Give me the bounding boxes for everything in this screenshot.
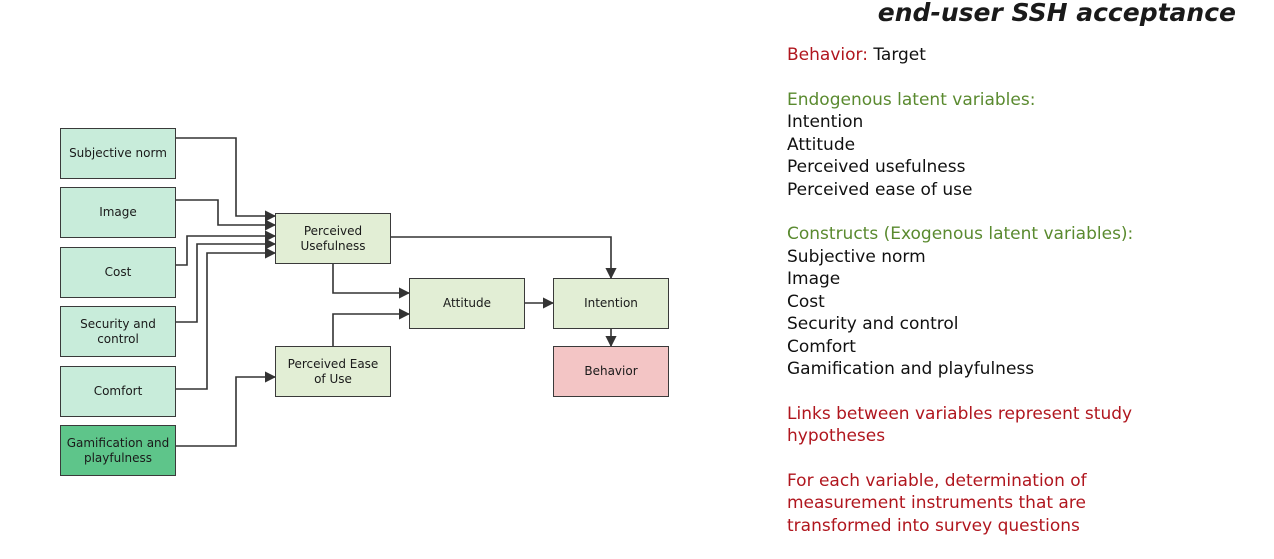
- node-image-label: Image: [99, 205, 137, 219]
- link-image-to-perceived-usefulness: [176, 199, 277, 231]
- construct-item: Comfort: [787, 336, 856, 357]
- endogenous-item: Attitude: [787, 134, 856, 155]
- node-intention: Intention: [553, 278, 669, 329]
- node-image: Image: [60, 187, 176, 238]
- node-attitude-label: Attitude: [442, 296, 492, 310]
- node-security-control-label: Security and control: [80, 316, 156, 346]
- endogenous-section: Endogenous latent variables: Intention A…: [787, 89, 1227, 202]
- link-subjective-norm-to-perceived-usefulness: [176, 137, 277, 222]
- node-cost: Cost: [60, 247, 176, 298]
- link-security-control-to-perceived-usefulness: [176, 238, 277, 323]
- node-subjective-norm-label: Subjective norm: [69, 146, 167, 160]
- behavior-line: Behavior: Target: [787, 44, 1227, 67]
- node-perceived-usefulness: Perceived Usefulness: [275, 213, 391, 264]
- node-behavior: Behavior: [553, 346, 669, 397]
- node-behavior-label: Behavior: [584, 364, 638, 378]
- constructs-title: Constructs (Exogenous latent variables):: [787, 224, 1134, 244]
- link-gamification-to-perceived-ease: [176, 371, 277, 447]
- node-gamification: Gamification and playfulness: [60, 425, 176, 476]
- behavior-value: Target: [873, 45, 926, 65]
- constructs-section: Constructs (Exogenous latent variables):…: [787, 223, 1227, 381]
- link-perceived-usefulness-to-attitude: [332, 264, 411, 299]
- construct-item: Image: [787, 269, 841, 289]
- node-comfort: Comfort: [60, 366, 176, 417]
- measurement-note-section: For each variable, determination of meas…: [787, 470, 1227, 538]
- behavior-label: Behavior:: [787, 45, 868, 65]
- link-cost-to-perceived-usefulness: [176, 230, 277, 266]
- endogenous-item: Perceived usefulness: [787, 157, 966, 177]
- node-attitude: Attitude: [409, 278, 525, 329]
- construct-item: Subjective norm: [787, 246, 926, 267]
- page-title: end-user SSH acceptance: [877, 0, 1236, 27]
- construct-item: Cost: [787, 291, 825, 312]
- endogenous-item: Perceived ease of use: [787, 179, 973, 200]
- node-intention-label: Intention: [584, 296, 638, 310]
- construct-item: Gamification and playfulness: [787, 359, 1035, 379]
- node-subjective-norm: Subjective norm: [60, 128, 176, 179]
- links-note-section: Links between variables represent study …: [787, 403, 1227, 448]
- link-perceived-usefulness-to-intention: [391, 236, 617, 280]
- construct-item: Security and control: [787, 314, 959, 334]
- link-comfort-to-perceived-usefulness: [176, 247, 277, 390]
- endogenous-title: Endogenous latent variables:: [787, 89, 1036, 110]
- hypothesis-links: [176, 137, 617, 447]
- behavior-section: Behavior: Target: [787, 44, 1227, 67]
- node-gamification-label: Gamification and playfulness: [66, 435, 170, 465]
- node-comfort-label: Comfort: [93, 384, 143, 398]
- endogenous-item: Intention: [787, 112, 864, 132]
- link-perceived-ease-to-attitude: [332, 308, 411, 346]
- node-perceived-usefulness-label: Perceived Usefulness: [300, 223, 366, 253]
- measurement-note: For each variable, determination of meas…: [787, 470, 1087, 536]
- model-description-panel: Behavior: Target Endogenous latent varia…: [787, 44, 1227, 559]
- node-security-control: Security and control: [60, 306, 176, 357]
- node-perceived-ease: Perceived Ease of Use: [275, 346, 391, 397]
- node-cost-label: Cost: [104, 265, 132, 279]
- node-perceived-ease-label: Perceived Ease of Use: [287, 356, 379, 386]
- links-note: Links between variables represent study …: [787, 403, 1133, 447]
